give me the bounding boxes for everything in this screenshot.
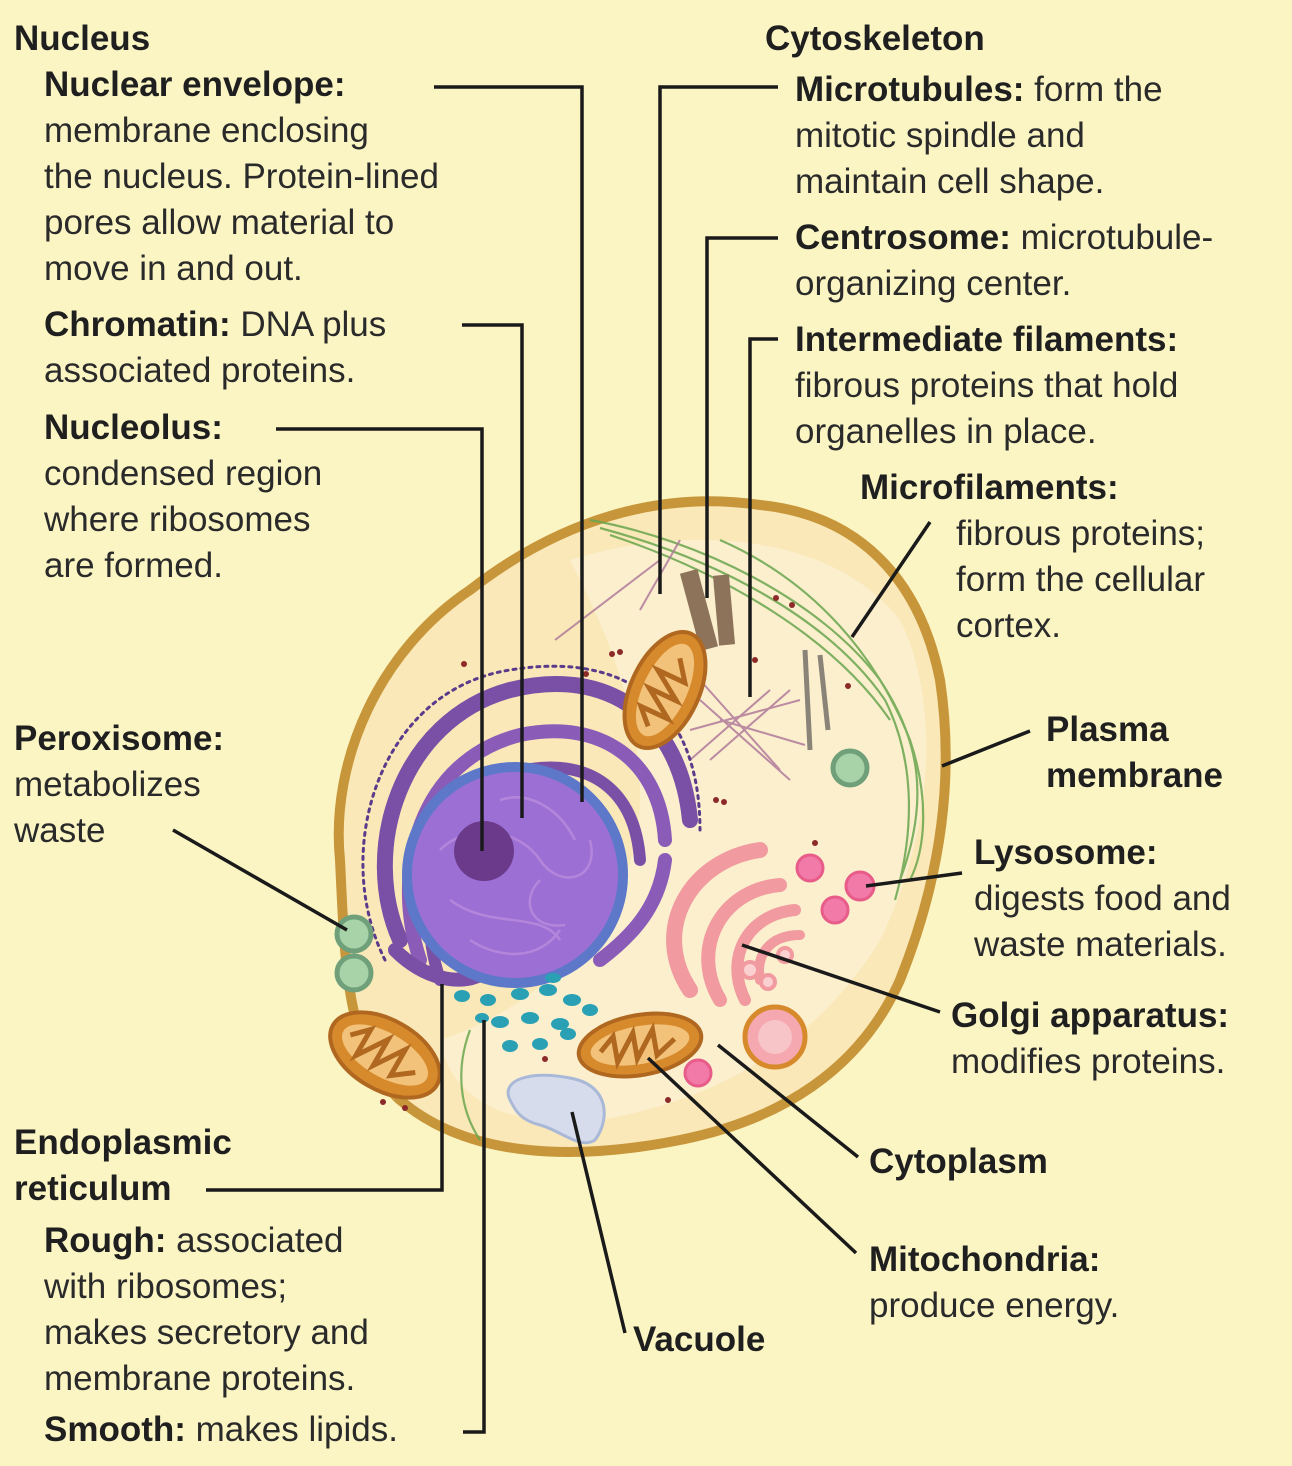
leader-golgi xyxy=(741,943,941,1014)
smooth-endoplasmic-reticulum xyxy=(454,973,598,1052)
lysosome-label: Lysosome: digests food and waste materia… xyxy=(974,830,1231,968)
intermediate-filaments-term: Intermediate filaments: xyxy=(795,320,1179,359)
leader-nucleolus xyxy=(276,427,484,851)
cytoskeleton-heading: Cytoskeleton xyxy=(765,19,985,58)
leader-plasma-membrane xyxy=(941,729,1031,768)
er-heading-line-1: Endoplasmic xyxy=(14,1123,232,1162)
microtubules-desc-2: maintain cell shape. xyxy=(795,162,1105,201)
nucleolus xyxy=(454,821,514,881)
intermediate-filaments-desc-1: fibrous proteins that hold xyxy=(795,366,1179,405)
peroxisomes xyxy=(334,748,870,993)
nucleus-heading: Nucleus xyxy=(14,19,151,58)
leader-vacuole xyxy=(570,1111,627,1334)
vacuole-label: Vacuole xyxy=(633,1320,766,1359)
lysosomes xyxy=(683,853,876,1088)
lysosome-desc-1: digests food and xyxy=(974,879,1231,918)
leader-intermediate-filaments xyxy=(748,337,778,697)
golgi-vesicles xyxy=(740,946,794,991)
er-heading-line-2: reticulum xyxy=(14,1169,172,1208)
rough-er-term: Rough: xyxy=(44,1221,167,1260)
leader-lines xyxy=(172,85,1031,1434)
rough-er-desc-3: membrane proteins. xyxy=(44,1359,356,1398)
leader-rough-er xyxy=(206,984,444,1192)
nucleolus-label: Nucleolus: condensed region where riboso… xyxy=(44,405,322,589)
plasma-membrane-line-1: Plasma xyxy=(1046,710,1169,749)
mitochondrion-top xyxy=(622,630,708,750)
lysosome-desc-2: waste materials. xyxy=(974,925,1227,964)
free-ribosomes xyxy=(380,595,851,1111)
centrosome-inline: microtubule- xyxy=(1010,218,1214,257)
microfilaments-term: Microfilaments: xyxy=(860,468,1119,507)
leader-microtubules xyxy=(658,85,778,594)
chromatin-desc-1: associated proteins. xyxy=(44,351,356,390)
rough-er-desc-2: makes secretory and xyxy=(44,1313,369,1352)
nuclear-envelope-desc-2: the nucleus. Protein-lined xyxy=(44,157,439,196)
microfilaments-desc: fibrous proteins; form the cellular cort… xyxy=(956,511,1205,649)
leader-nuclear-envelope xyxy=(434,85,584,802)
microfilaments-desc-2: form the cellular xyxy=(956,560,1205,599)
nucleolus-term: Nucleolus: xyxy=(44,408,223,447)
centrosome-term: Centrosome: xyxy=(795,218,1011,257)
microtubules xyxy=(802,649,831,751)
microtubules-label: Microtubules: form the mitotic spindle a… xyxy=(795,67,1163,205)
peroxisome-desc-1: metabolizes xyxy=(14,765,201,804)
microfilaments-desc-1: fibrous proteins; xyxy=(956,514,1206,553)
mitochondrion-center xyxy=(576,1011,704,1079)
leader-mitochondria xyxy=(646,1056,858,1255)
leader-microfilaments xyxy=(850,521,932,638)
leader-cytoplasm xyxy=(716,1043,860,1159)
intermediate-filaments-desc-2: organelles in place. xyxy=(795,412,1097,451)
plasma-membrane-label: Plasma membrane xyxy=(1046,707,1223,799)
nuclear-envelope-desc-1: membrane enclosing xyxy=(44,111,369,150)
nucleolus-desc-3: are formed. xyxy=(44,546,223,585)
leader-smooth-er xyxy=(463,1020,486,1434)
mitochondria-term: Mitochondria: xyxy=(869,1240,1101,1279)
plasma-membrane-line-2: membrane xyxy=(1046,756,1224,795)
rough-er-label: Rough: associated with ribosomes; makes … xyxy=(44,1218,369,1402)
nuclear-envelope-term: Nuclear envelope: xyxy=(44,65,346,104)
smooth-er-inline: makes lipids. xyxy=(185,1410,398,1449)
mitochondria-desc-1: produce energy. xyxy=(869,1286,1120,1325)
smooth-er-term: Smooth: xyxy=(44,1410,186,1449)
microtubules-desc-1: mitotic spindle and xyxy=(795,116,1085,155)
mitochondrion-bottom-left xyxy=(328,1010,442,1100)
nuclear-envelope xyxy=(402,762,628,988)
leader-chromatin xyxy=(462,323,524,818)
centrosome-label: Centrosome: microtubule- organizing cent… xyxy=(795,215,1213,307)
peroxisome-desc-2: waste xyxy=(14,811,106,850)
chromatin-inline: DNA plus xyxy=(230,305,387,344)
microtubules-term: Microtubules: xyxy=(795,70,1025,109)
centrosome xyxy=(679,569,736,651)
golgi-desc-1: modifies proteins. xyxy=(951,1042,1226,1081)
chromatin-term: Chromatin: xyxy=(44,305,231,344)
vacuole xyxy=(506,1073,606,1145)
golgi-term: Golgi apparatus: xyxy=(951,996,1230,1035)
leader-lysosome xyxy=(865,871,963,888)
mitochondria-label: Mitochondria: produce energy. xyxy=(869,1237,1119,1329)
leader-centrosome xyxy=(705,236,778,598)
nucleolus-desc-1: condensed region xyxy=(44,454,323,493)
microtubules-inline: form the xyxy=(1024,70,1163,109)
nuclear-envelope-desc-4: move in and out. xyxy=(44,249,303,288)
peroxisome-term: Peroxisome: xyxy=(14,719,225,758)
nuclear-envelope-label: Nuclear envelope: membrane enclosing the… xyxy=(44,62,439,292)
large-vesicle xyxy=(742,1004,808,1070)
intermediate-filaments-label: Intermediate filaments: fibrous proteins… xyxy=(795,317,1178,455)
rough-er-desc-1: with ribosomes; xyxy=(44,1267,288,1306)
rough-er-inline: associated xyxy=(166,1221,344,1260)
golgi-label: Golgi apparatus: modifies proteins. xyxy=(951,993,1229,1085)
centrosome-desc-1: organizing center. xyxy=(795,264,1072,303)
nucleolus-desc-2: where ribosomes xyxy=(44,500,311,539)
er-heading: Endoplasmic reticulum xyxy=(14,1120,232,1212)
cytoplasm-label: Cytoplasm xyxy=(869,1142,1048,1181)
lysosome-term: Lysosome: xyxy=(974,833,1158,872)
chromatin-label: Chromatin: DNA plus associated proteins. xyxy=(44,302,386,394)
microfilaments-desc-3: cortex. xyxy=(956,606,1062,645)
leader-peroxisome xyxy=(172,828,348,932)
smooth-er-label: Smooth: makes lipids. xyxy=(44,1407,398,1453)
nuclear-envelope-desc-3: pores allow material to xyxy=(44,203,395,242)
peroxisome-label: Peroxisome: metabolizes waste xyxy=(14,716,224,854)
microfilaments xyxy=(460,518,925,1141)
